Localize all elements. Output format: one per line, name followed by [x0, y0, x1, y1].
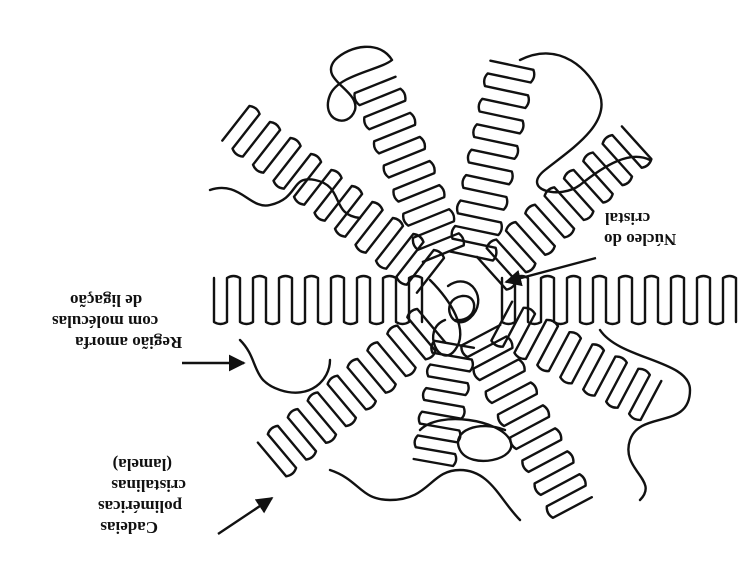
label-chains-line-4: (lamela) [98, 454, 192, 475]
arrow-chains [218, 498, 272, 534]
lamella-arm-8 [354, 77, 463, 262]
label-amorphous-line-3: de ligação [52, 290, 182, 311]
nucleus-core [448, 281, 478, 322]
label-chains-line-2: poliméricas [98, 496, 192, 517]
label-amorphous-line-2: com moléculas [52, 311, 182, 332]
lamella-arm-9 [450, 61, 534, 261]
label-nucleus-line-1: Núcleo do [604, 229, 676, 250]
lamella-arm-7 [222, 106, 444, 293]
tie-chain-bottom [330, 470, 520, 520]
label-crystal-nucleus: Núcleo do cristal [604, 208, 676, 250]
label-amorphous-line-1: Região amorfa [52, 332, 182, 353]
label-chains-line-3: cristalinas [98, 475, 192, 496]
arrow-nucleus [506, 258, 596, 282]
label-nucleus-line-2: cristal [604, 208, 676, 229]
lamella-arm-4 [414, 341, 474, 466]
lamella-arm-6 [214, 276, 422, 324]
crystalline-lamellae [214, 61, 736, 518]
label-polymer-chains: Cadeias poliméricas cristalinas (lamela) [98, 454, 192, 538]
tie-chain-right [600, 330, 690, 500]
label-amorphous-region: Região amorfa com moléculas de ligação [52, 290, 182, 353]
tie-chain-left [240, 340, 330, 393]
lamella-arm-1 [502, 276, 736, 324]
label-chains-line-1: Cadeias [98, 517, 192, 538]
tie-chain-top-right [520, 53, 650, 192]
